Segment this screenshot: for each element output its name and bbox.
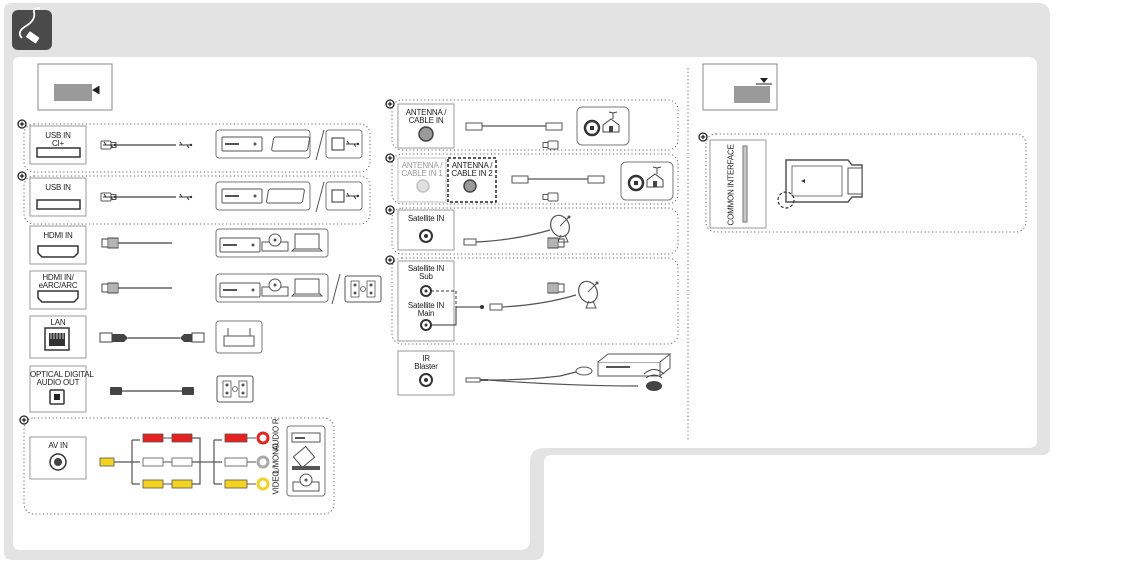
- sat-sub-label-2: Sub: [419, 272, 433, 281]
- sat-main-label-2: Main: [417, 309, 435, 318]
- antenna-dual-group: [391, 153, 679, 205]
- usb-ci-label-1: USB IN: [45, 131, 71, 140]
- usb-group: [23, 175, 371, 225]
- satellite-dual-group: [391, 257, 679, 345]
- ir-label-2: Blaster: [414, 362, 438, 371]
- common-interface-port-box: [709, 139, 767, 229]
- sat-sub-label-1: Satellite IN: [407, 264, 445, 273]
- antenna1-label-2: CABLE IN 1: [401, 169, 443, 178]
- inner-white-area: [13, 57, 1037, 550]
- audio-receiver-icon: [344, 275, 382, 303]
- antenna2-label-2: CABLE IN 2: [451, 169, 493, 178]
- satellite-dual-port-box: [397, 260, 455, 342]
- common-interface-group: [705, 133, 1027, 233]
- optical-label-2: AUDIO OUT: [36, 378, 80, 387]
- hdmi-arc-label-2: eARC/ARC: [38, 281, 78, 290]
- sat-main-label-1: Satellite IN: [407, 301, 445, 310]
- ci-module-icon: [777, 159, 863, 209]
- lan-plug-icon: [99, 332, 128, 343]
- satellite-group: [391, 207, 679, 255]
- lan-label: LAN: [50, 318, 66, 327]
- optical-label-1: OPTICAL DIGITAL: [30, 370, 94, 379]
- optical-plug-icon: [110, 387, 194, 395]
- cable-connection-icon: [12, 10, 52, 50]
- antenna-label-2: CABLE IN: [408, 116, 444, 125]
- ir-label-1: IR: [422, 354, 430, 363]
- set-top-box-icon-ir: [597, 353, 672, 377]
- usb-ci-group: [23, 123, 371, 173]
- antenna-label-1: ANTENNA /: [405, 108, 447, 117]
- hdmi-arc-label-1: HDMI IN/: [42, 273, 74, 282]
- hdmi-label: HDMI IN: [43, 231, 73, 240]
- usb-ci-label-2: CI+: [51, 139, 65, 148]
- hdmi-plug-icon: [101, 237, 119, 249]
- av-video-label: VIDEO: [271, 470, 281, 495]
- laptop-icon: [291, 233, 323, 252]
- common-interface-label: COMMON INTERFACE: [726, 144, 736, 226]
- usb-label: USB IN: [45, 183, 71, 192]
- antenna1-label-1: ANTENNA /: [401, 161, 443, 170]
- antenna2-label-1: ANTENNA /: [451, 161, 493, 170]
- set-top-box-icon: [221, 136, 263, 152]
- satellite-label: Satellite IN: [407, 214, 445, 223]
- av-label: AV IN: [48, 441, 68, 450]
- antenna-group: [391, 99, 679, 151]
- av-group: [23, 417, 335, 515]
